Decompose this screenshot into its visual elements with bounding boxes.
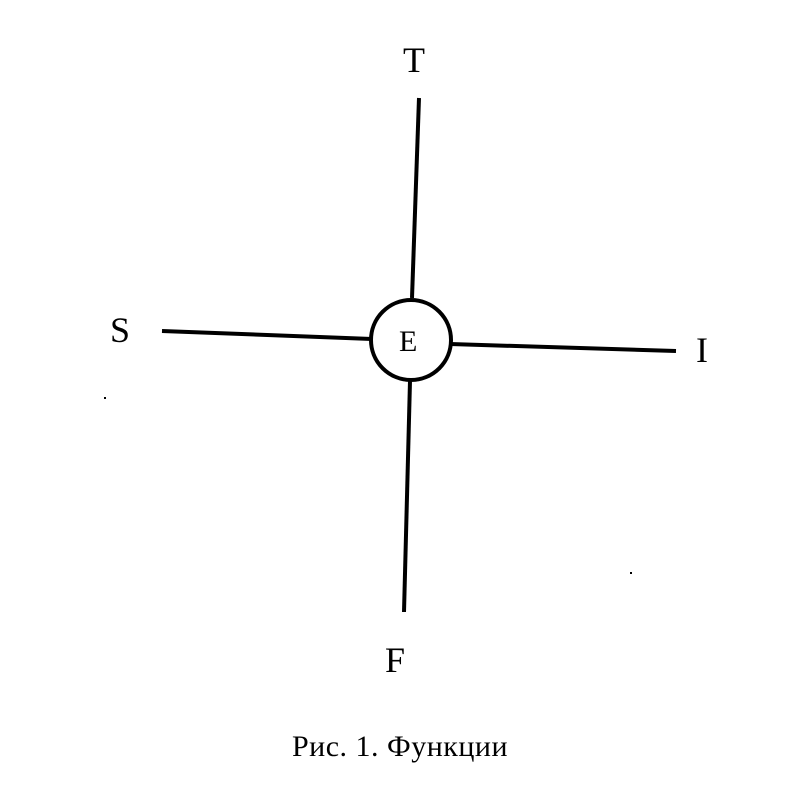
line-to-right (449, 342, 677, 353)
center-node-label: E (399, 325, 417, 358)
line-to-left (161, 329, 373, 341)
center-node (369, 298, 453, 382)
scan-speck (104, 397, 106, 399)
figure-caption: Рис. 1. Функции (291, 730, 509, 763)
scan-speck (630, 572, 632, 574)
left-label: S (110, 310, 130, 350)
right-label: I (696, 330, 708, 370)
line-to-top (410, 97, 421, 299)
bottom-label: F (385, 640, 405, 680)
line-to-bottom (402, 380, 412, 613)
top-label: T (403, 40, 425, 80)
